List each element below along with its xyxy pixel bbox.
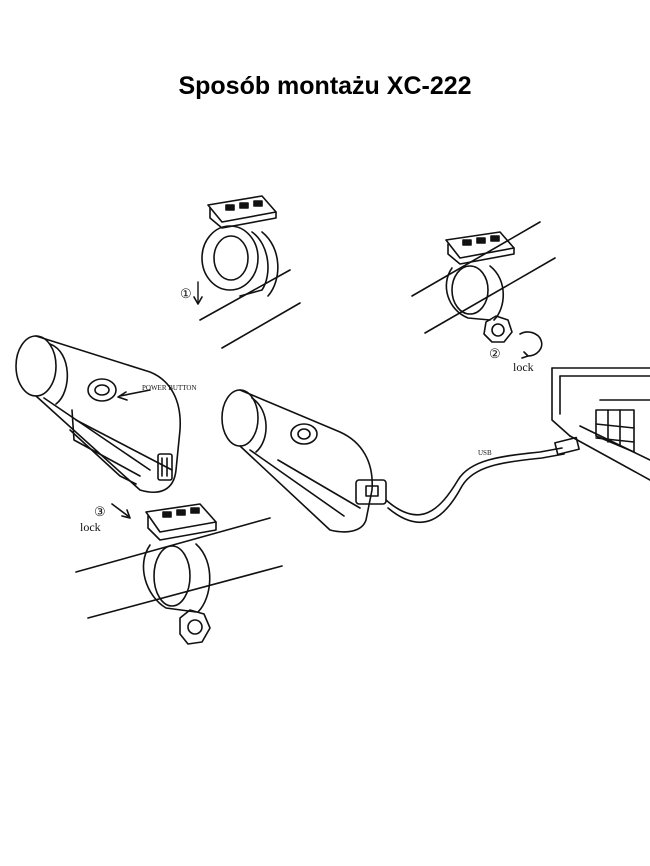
usb-label: USB [478, 449, 492, 457]
step2-lock-label: lock [513, 360, 534, 374]
power-button-label: POWER BUTTON [142, 384, 197, 392]
power-button-callout: POWER BUTTON [117, 384, 197, 401]
rotate-lock-icon [519, 331, 543, 357]
laptop [551, 367, 650, 481]
step1-number: ① [180, 286, 192, 301]
usb-cable: USB [385, 436, 580, 524]
step3-lock-label: lock [80, 520, 101, 534]
arrow-right-icon [121, 509, 131, 519]
step3-number: ③ [94, 504, 106, 519]
step1-indicator: ① [180, 281, 203, 305]
arrow-left-icon [117, 391, 128, 401]
step2-number: ② [489, 346, 501, 361]
page-title: Sposób montażu XC-222 [178, 72, 472, 100]
arrow-down-icon [193, 296, 203, 305]
light-unit-left [15, 335, 181, 494]
step3-clamp [75, 503, 283, 645]
step2-clamp [411, 221, 556, 343]
step1-clamp [199, 195, 301, 349]
step2-indicator: ② lock [489, 331, 543, 374]
light-unit-right [221, 389, 387, 533]
step3-indicator: ③ lock [80, 503, 131, 534]
